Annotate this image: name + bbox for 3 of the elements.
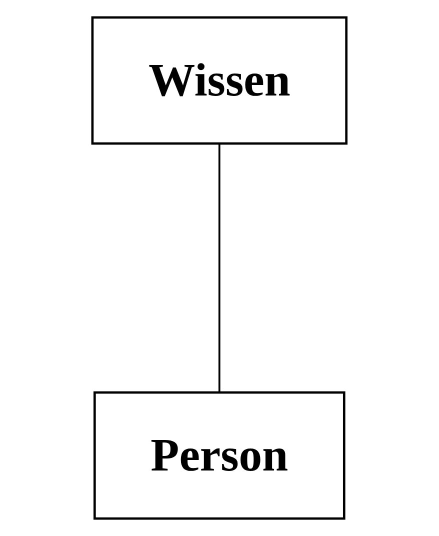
node-box: Person (94, 391, 346, 520)
node-box: Wissen (91, 16, 348, 145)
connector (218, 144, 220, 392)
